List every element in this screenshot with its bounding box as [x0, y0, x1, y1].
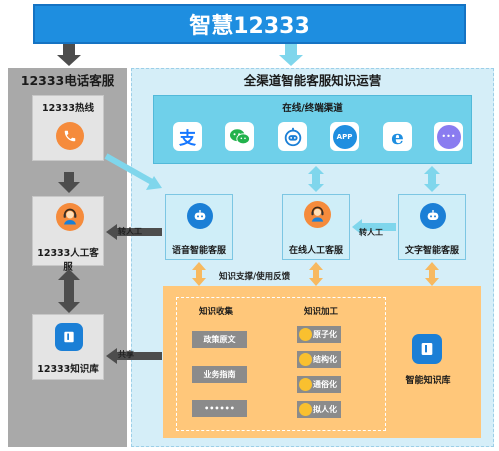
- text-service-label: 文字智能客服: [404, 246, 459, 256]
- support-feedback-label: 知识支撑/使用反馈: [219, 272, 291, 282]
- agent-icon: [56, 203, 84, 231]
- manual-service-card: 12333人工客服: [32, 196, 104, 273]
- robot-icon: [278, 122, 307, 151]
- arrow-hotline-to-voice: [104, 153, 162, 190]
- channel-box: 在线/终端渠道 支 APP e •••: [153, 95, 472, 164]
- arrow-online-kb: [309, 262, 323, 286]
- collect-item-more: ••••••: [192, 400, 247, 417]
- collect-item-policy: 政策原文: [192, 331, 247, 348]
- process-item-plain: 通俗化: [297, 376, 341, 393]
- phone-icon: [56, 122, 84, 150]
- omni-channel-title: 全渠道智能客服知识运营: [243, 73, 382, 88]
- hotline-card: 12333热线: [32, 95, 104, 161]
- browser-icon: e: [383, 122, 412, 151]
- text-robot-icon: [420, 203, 446, 229]
- arrow-text-to-online: [352, 219, 396, 235]
- book-icon: [55, 323, 83, 351]
- process-dot-icon: [299, 328, 312, 341]
- voice-robot-icon: [187, 203, 213, 229]
- process-item-humanize: 拟人化: [297, 401, 341, 418]
- arrow-title-to-left: [57, 44, 81, 66]
- process-item-structure: 结构化: [297, 351, 341, 368]
- voice-service-card: 语音智能客服: [165, 194, 233, 260]
- app-icon: APP: [330, 122, 359, 151]
- knowledge-base-card: 12333知识库: [32, 314, 104, 380]
- arrow-text-kb: [425, 262, 439, 286]
- phone-service-title: 12333电话客服: [20, 73, 115, 88]
- text-service-card: 文字智能客服: [398, 194, 466, 260]
- transfer-label-left: 转人工: [118, 227, 142, 236]
- process-dot-icon: [299, 403, 312, 416]
- online-manual-card: 在线人工客服: [282, 194, 350, 260]
- manual-service-label: 12333人工客服: [37, 248, 99, 273]
- wechat-icon: [225, 122, 254, 151]
- arrow-hotline-to-manual: [58, 172, 80, 193]
- alipay-icon: 支: [173, 122, 202, 151]
- title-text: 智慧12333: [189, 14, 310, 39]
- smart-kb-label: 智能知识库: [405, 376, 451, 386]
- page-title: 智慧12333: [33, 4, 466, 44]
- hotline-label: 12333热线: [41, 103, 95, 114]
- online-agent-icon: [304, 201, 331, 228]
- voice-service-label: 语音智能客服: [171, 246, 226, 256]
- process-item-atomize: 原子化: [297, 326, 341, 343]
- share-label: 共享: [118, 350, 134, 359]
- knowledge-base-label: 12333知识库: [37, 364, 99, 375]
- arrow-kb-share-left: [106, 348, 162, 364]
- arrow-manual-kb-bidirectional: [58, 269, 80, 313]
- smart-kb-icon: [412, 334, 442, 364]
- arrow-voice-to-manual: [106, 224, 162, 240]
- collect-title: 知识收集: [199, 307, 234, 317]
- more-icon: •••: [434, 122, 463, 151]
- collect-item-guide: 业务指南: [192, 366, 247, 383]
- online-manual-label: 在线人工客服: [288, 246, 343, 256]
- channel-title: 在线/终端渠道: [282, 103, 343, 114]
- arrow-channel-text-service: [424, 166, 440, 192]
- process-dot-icon: [299, 353, 312, 366]
- arrow-voice-kb: [192, 262, 206, 286]
- process-title: 知识加工: [304, 307, 339, 317]
- process-dot-icon: [299, 378, 312, 391]
- transfer-label-right: 转人工: [359, 228, 383, 237]
- arrow-title-to-right: [279, 44, 303, 66]
- knowledge-process-frame: [176, 297, 386, 431]
- arrow-channel-online-manual: [308, 166, 324, 192]
